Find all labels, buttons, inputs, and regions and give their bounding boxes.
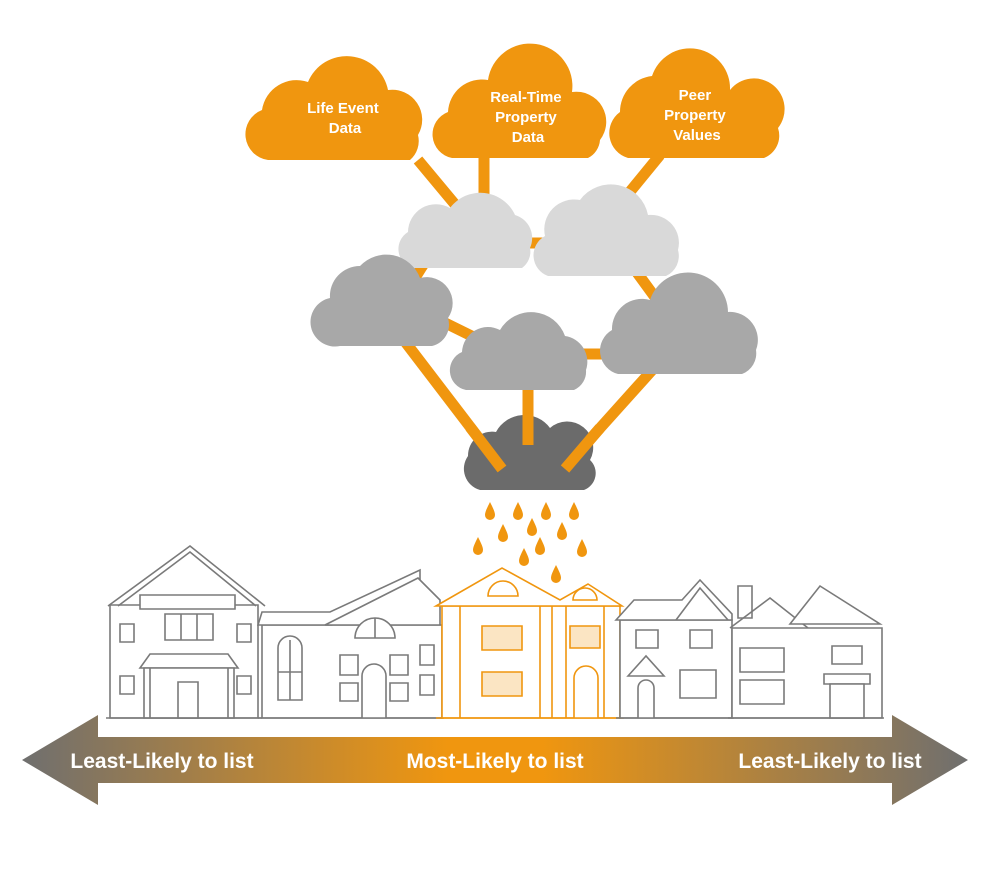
house-1 <box>106 546 265 718</box>
connector-ends <box>465 400 605 473</box>
house-2 <box>258 570 444 718</box>
house-3-highlighted <box>436 568 624 718</box>
connector-line <box>413 156 463 212</box>
rain-drop <box>541 502 551 520</box>
cloud-label-line: Property <box>664 107 726 124</box>
house-4 <box>616 580 734 718</box>
rain-drop <box>527 518 537 536</box>
source-cloud-peer-property: Peer Property Values <box>609 48 785 158</box>
network-cloud <box>533 184 679 276</box>
network-cloud <box>600 272 758 374</box>
network-cloud <box>310 254 453 347</box>
svg-text:Life Event Data: Life Event Data <box>307 100 383 137</box>
cloud-label-line: Data <box>329 120 362 137</box>
center-scale-label: Most-Likely to list <box>406 750 583 773</box>
rain-drop <box>557 522 567 540</box>
svg-text:Peer Property Valu: Peer Property Values <box>664 87 730 144</box>
rain-drops <box>473 502 587 583</box>
source-cloud-life-event: Life Event Data <box>245 56 423 160</box>
connector-line <box>465 423 507 473</box>
rain-drop <box>513 502 523 520</box>
cloud-label-line: Life Event <box>307 100 379 117</box>
house-5 <box>728 586 884 718</box>
source-cloud-real-time-property: Real-Time Property Data <box>432 43 607 158</box>
rain-drop <box>551 565 561 583</box>
rain-drop <box>535 537 545 555</box>
cloud-label-line: Peer <box>679 87 712 104</box>
network-cloud <box>398 192 533 268</box>
svg-text:Real-Time Property: Real-Time Property Data <box>490 89 566 146</box>
likelihood-scale-arrow: Least-Likely to list Most-Likely to list… <box>22 715 968 805</box>
cloud-label-line: Property <box>495 109 557 126</box>
cloud-label-line: Data <box>512 129 545 146</box>
neighborhood-houses <box>106 546 884 718</box>
left-scale-label: Least-Likely to list <box>70 750 253 773</box>
rain-drop <box>473 537 483 555</box>
right-scale-label: Least-Likely to list <box>738 750 921 773</box>
network-cloud <box>449 312 588 390</box>
connector-line <box>560 424 605 473</box>
rain-drop <box>577 539 587 557</box>
rain-drop <box>569 502 579 520</box>
cloud-label-line: Real-Time <box>490 89 561 106</box>
rain-drop <box>498 524 508 542</box>
rain-drop <box>485 502 495 520</box>
rain-drop <box>519 548 529 566</box>
cloud-label-line: Values <box>673 127 721 144</box>
